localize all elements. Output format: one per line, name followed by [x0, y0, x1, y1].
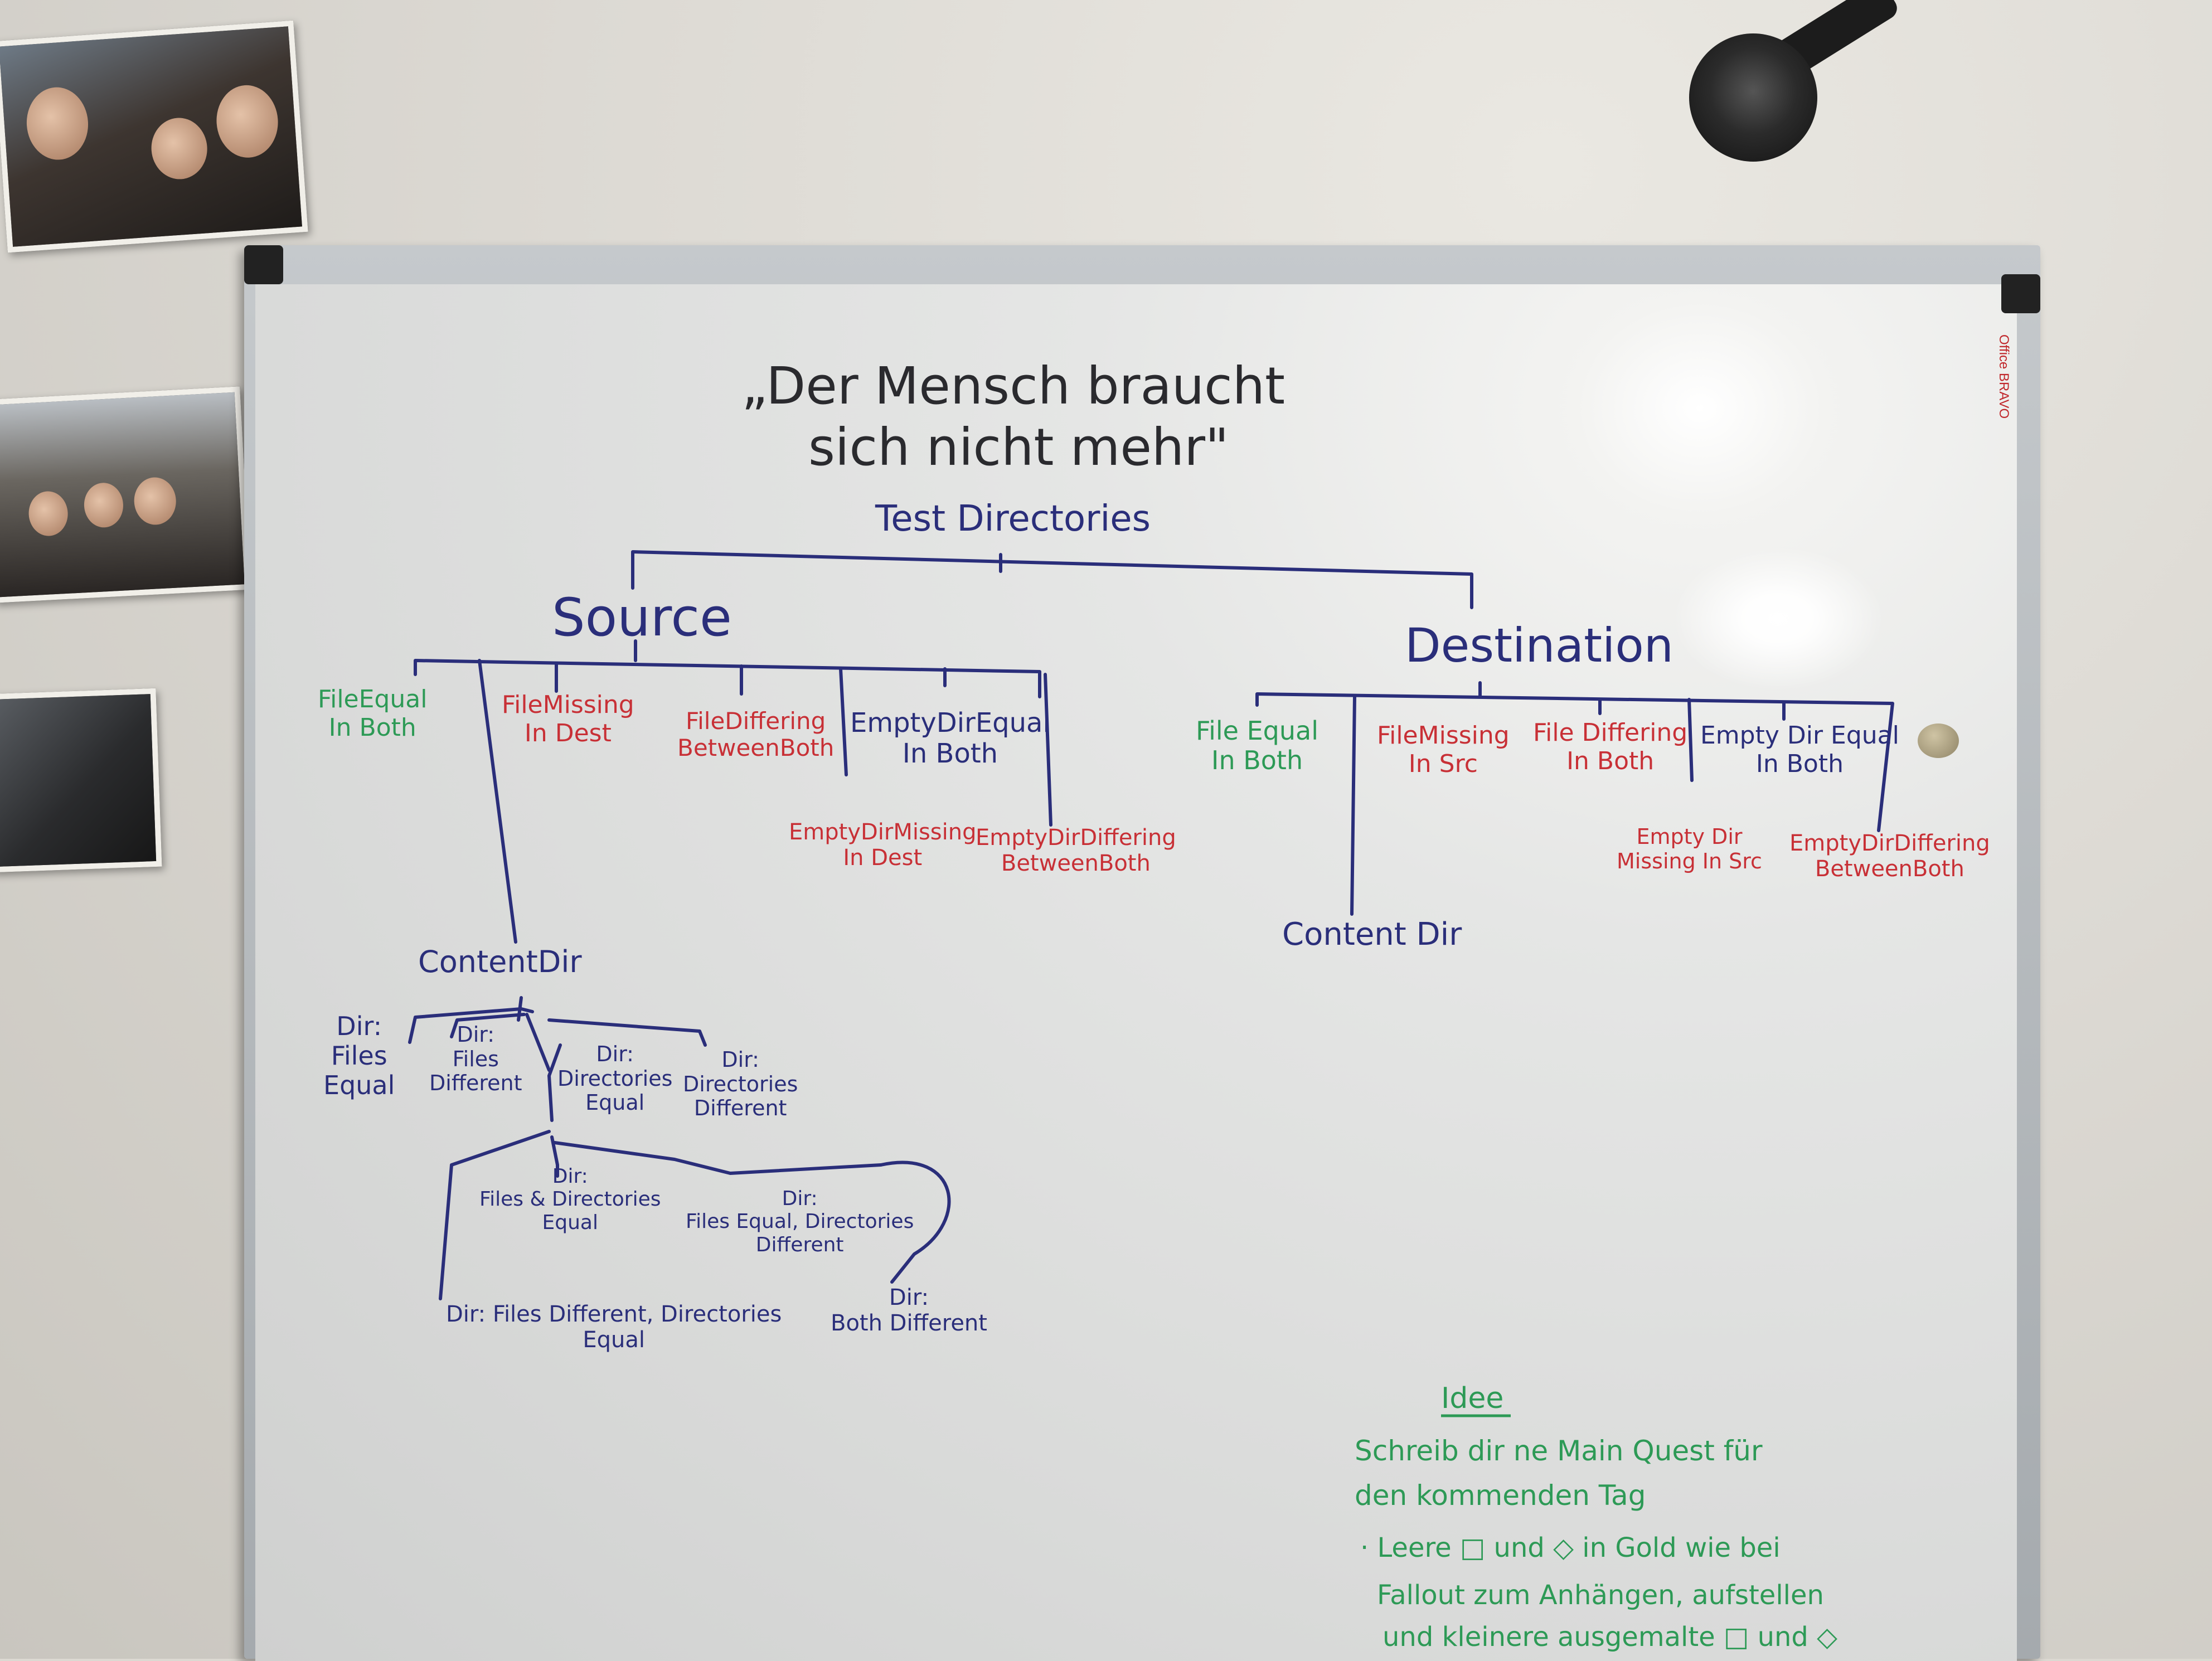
tree-root: Test Directories — [875, 498, 1151, 540]
board-magnet — [1918, 723, 1959, 758]
idea-line-1: Schreib dir ne Main Quest für — [1355, 1435, 1763, 1467]
board-corner-tl — [244, 245, 283, 284]
idea-line-4: Fallout zum Anhängen, aufstellen — [1377, 1580, 1824, 1611]
idea-line-2: den kommenden Tag — [1355, 1479, 1646, 1512]
quote-line-1: „Der Mensch braucht — [741, 356, 1286, 416]
wall-mount-holder — [1689, 0, 1901, 162]
source-content-dir: ContentDir — [418, 944, 582, 979]
destination-node: Destination — [1405, 618, 1674, 673]
quote-line-2: sich nicht mehr" — [808, 417, 1229, 477]
board-corner-tr — [2001, 274, 2040, 313]
whiteboard — [244, 245, 2040, 1661]
source-dir-both-different: Dir:Both Different — [831, 1285, 987, 1336]
idea-heading: Idee — [1441, 1382, 1504, 1415]
idea-line-3: · Leere □ und ◇ in Gold wie bei — [1360, 1532, 1781, 1563]
source-node: Source — [552, 587, 732, 648]
idea-line-5: und kleinere ausgemalte □ und ◇ — [1382, 1621, 1838, 1653]
destination-content-dir: Content Dir — [1282, 916, 1462, 953]
light-glare — [1672, 546, 1884, 691]
